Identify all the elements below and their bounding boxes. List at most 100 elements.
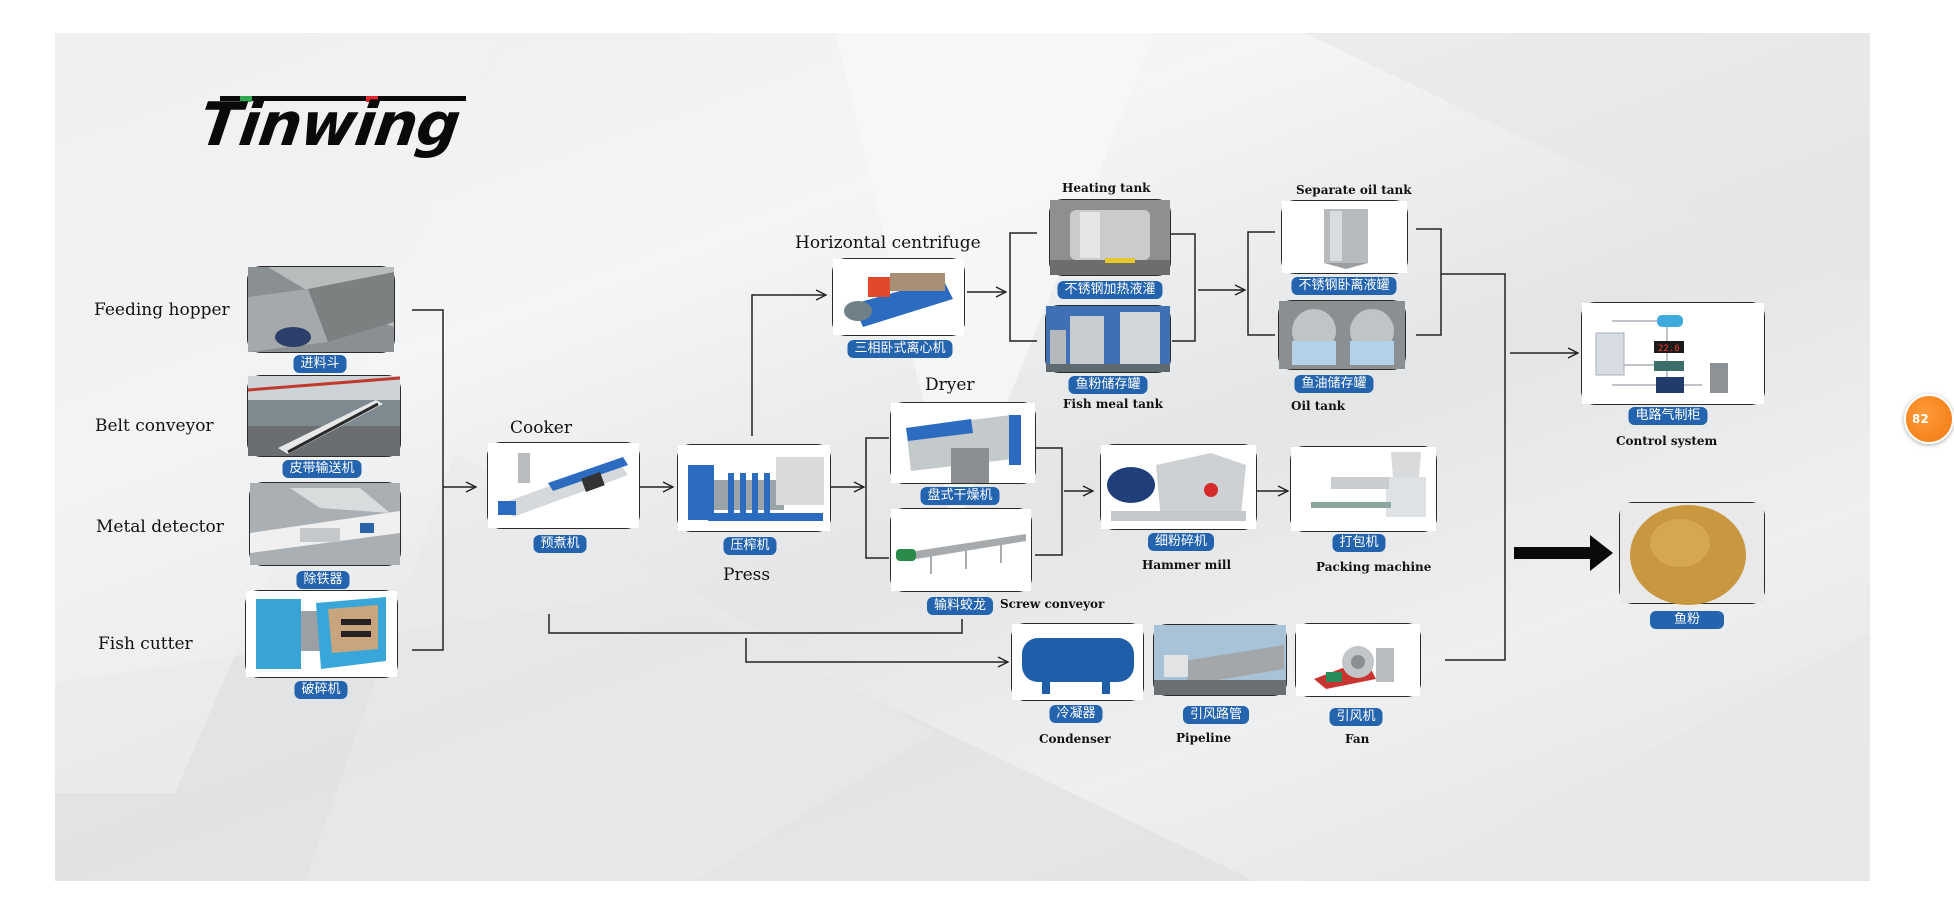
dryer-icon: [891, 403, 1035, 483]
card-screw-conveyor[interactable]: [890, 508, 1032, 592]
badge-metal-detector: 除铁器: [296, 571, 350, 589]
separate-oil-tank-icon: [1282, 201, 1407, 273]
badge-fish-meal-tank: 鱼粉储存罐: [1068, 376, 1148, 394]
badge-dryer: 盘式干燥机: [920, 487, 1000, 505]
label-dryer: Dryer: [925, 375, 975, 395]
badge-belt-conveyor: 皮带输送机: [282, 460, 362, 478]
cooker-icon: [488, 443, 639, 528]
label-fish-cutter: Fish cutter: [98, 634, 193, 654]
oil-tank-icon: [1279, 301, 1405, 369]
card-cooker[interactable]: [487, 442, 640, 529]
label-oil-tank: Oil tank: [1291, 399, 1346, 413]
badge-fan: 引风机: [1329, 708, 1383, 726]
bracket-oil-tanks-out: [1416, 228, 1442, 336]
label-heating-tank: Heating tank: [1062, 181, 1151, 195]
label-condenser: Condenser: [1039, 732, 1111, 746]
floating-counter-badge[interactable]: 82: [1904, 394, 1954, 444]
logo-top-bar: [220, 96, 466, 101]
main-collector-line: [1441, 273, 1506, 661]
badge-hammer-mill: 细粉碎机: [1147, 533, 1215, 551]
card-feeding-hopper[interactable]: [247, 266, 395, 353]
badge-press: 压榨机: [723, 537, 777, 555]
bracket-oil-tanks: [1247, 231, 1275, 336]
logo-red-dot: [366, 96, 378, 102]
card-separate-oil-tank[interactable]: [1281, 200, 1408, 274]
badge-cooker: 预煮机: [533, 535, 587, 553]
label-separate-oil-tank: Separate oil tank: [1296, 183, 1412, 197]
fish-meal-powder-icon: [1620, 503, 1764, 605]
label-pipeline: Pipeline: [1176, 731, 1232, 745]
fish-cutter-icon: [246, 591, 397, 677]
arrow-to-condenser: [745, 638, 1008, 662]
fan-icon: [1296, 624, 1420, 696]
label-screw-conveyor: Screw conveyor: [1000, 597, 1105, 611]
badge-screw-conveyor: 输料蛟龙: [926, 597, 994, 615]
card-heating-tank[interactable]: [1049, 199, 1171, 276]
badge-heating-tank: 不锈钢加热液灌: [1057, 281, 1163, 299]
heating-tank-icon: [1050, 200, 1170, 275]
badge-separate-oil-tank: 不锈钢卧离液罐: [1291, 277, 1397, 295]
label-belt-conveyor: Belt conveyor: [95, 416, 214, 436]
label-fish-meal-tank: Fish meal tank: [1063, 397, 1163, 411]
screw-conveyor-icon: [891, 509, 1031, 591]
card-dryer[interactable]: [890, 402, 1036, 484]
card-metal-detector[interactable]: [249, 482, 401, 566]
badge-pipeline: 引风路管: [1182, 706, 1250, 724]
card-fish-meal-product[interactable]: [1619, 502, 1765, 605]
card-condenser[interactable]: [1011, 623, 1144, 701]
arrow-to-centrifuge: [751, 295, 826, 436]
badge-oil-tank: 鱼油储存罐: [1294, 375, 1374, 393]
label-packing-machine: Packing machine: [1316, 560, 1432, 574]
background-facets: [55, 33, 1870, 881]
bracket-tanks: [1009, 232, 1037, 342]
card-pipeline[interactable]: [1153, 624, 1287, 696]
bracket-dryer-screw: [865, 437, 889, 559]
press-icon: [678, 445, 830, 531]
card-oil-tank[interactable]: [1278, 300, 1406, 370]
bracket-tanks-out: [1170, 233, 1196, 342]
metal-detector-icon: [250, 483, 400, 565]
badge-centrifuge: 三相卧式离心机: [847, 340, 953, 358]
centrifuge-icon: [833, 259, 964, 335]
packing-machine-icon: [1291, 447, 1436, 531]
badge-fish-cutter: 破碎机: [294, 681, 348, 699]
label-metal-detector: Metal detector: [96, 517, 224, 537]
badge-fish-meal: 鱼粉: [1649, 611, 1725, 629]
card-control-system[interactable]: 22.6: [1581, 302, 1765, 405]
card-fish-cutter[interactable]: [245, 590, 398, 678]
belt-conveyor-icon: [247, 376, 401, 456]
card-fish-meal-tank[interactable]: [1045, 305, 1171, 373]
label-control-system: Control system: [1616, 434, 1718, 448]
card-belt-conveyor[interactable]: [247, 375, 401, 457]
bracket-intake: [412, 309, 444, 651]
card-packing-machine[interactable]: [1290, 446, 1437, 532]
slide-background: [55, 33, 1870, 881]
control-panel-readout: 22.6: [1658, 344, 1680, 354]
badge-packing-machine: 打包机: [1332, 534, 1386, 552]
fish-meal-tank-icon: [1046, 306, 1170, 372]
condenser-icon: [1012, 624, 1143, 700]
logo-green-dot: [240, 96, 252, 102]
label-hammer-mill: Hammer mill: [1142, 558, 1232, 572]
feeding-hopper-icon: [248, 267, 394, 352]
card-press[interactable]: [677, 444, 831, 532]
pipeline-icon: [1154, 625, 1286, 695]
control-system-icon: 22.6: [1582, 303, 1764, 404]
badge-control-system: 电路气制柜: [1628, 407, 1708, 425]
badge-condenser: 冷凝器: [1049, 705, 1103, 723]
card-fan[interactable]: [1295, 623, 1421, 697]
label-fan: Fan: [1345, 732, 1370, 746]
badge-feeding-hopper: 进料斗: [293, 355, 347, 373]
card-hammer-mill[interactable]: [1100, 444, 1257, 530]
final-product-arrow: [1514, 535, 1613, 571]
label-feeding-hopper: Feeding hopper: [94, 300, 230, 320]
tinwing-logo: Tinwing: [195, 90, 468, 160]
label-cooker: Cooker: [510, 418, 572, 438]
card-centrifuge[interactable]: [832, 258, 965, 336]
hammer-mill-icon: [1101, 445, 1256, 529]
label-press: Press: [723, 565, 771, 585]
bracket-dryer-out: [1035, 447, 1063, 556]
exhaust-collector-line: [548, 614, 963, 634]
label-centrifuge: Horizontal centrifuge: [795, 233, 981, 253]
